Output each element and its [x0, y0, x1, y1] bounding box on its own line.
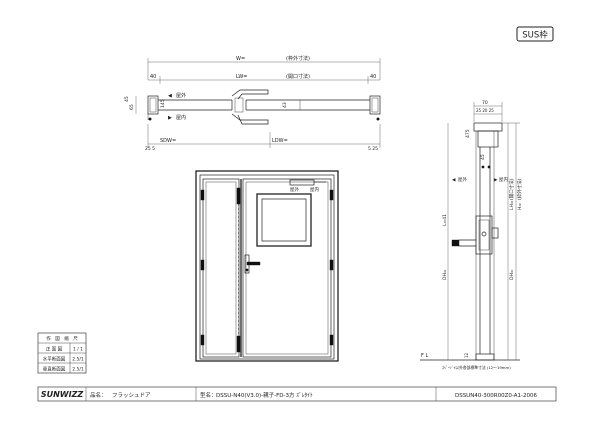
- plan-inner-dim: 145: [160, 99, 166, 108]
- vertical-section: 70 25 20 25 475 45 ◀ 屋外 ▶ 屋内 F L 12: [420, 100, 523, 370]
- section-top-dim: 70: [482, 100, 488, 106]
- scale-row-name: 正 面 図: [46, 347, 63, 353]
- material-badge-text: SUS枠: [522, 30, 548, 41]
- section-lh-note: (開口寸法): [508, 178, 515, 200]
- scale-table-header: 作 図 縮 尺: [46, 335, 78, 342]
- section-head-dim: 475: [465, 129, 471, 138]
- plan-lw-note: (開口寸法): [286, 73, 310, 80]
- scale-row-value: 1 / 1: [73, 347, 83, 353]
- plan-height-b: 65: [129, 104, 135, 110]
- plan-section: W= (枠外寸法) 40 40 LW= (開口寸法) 屋外 ◀ 屋: [124, 55, 381, 152]
- section-h-label: H=: [517, 203, 523, 210]
- product-name: フラッシュドア: [112, 392, 151, 399]
- section-sub-dims: 25 20 25: [476, 108, 494, 113]
- elevation-inner-mark: 屋内: [310, 186, 319, 193]
- scale-row-name: 垂直断面図: [43, 366, 66, 373]
- plan-ldw-label: LDW=: [272, 138, 288, 144]
- plan-sdw-label: SDW=: [160, 138, 176, 144]
- scale-row-value: 2.5/1: [72, 367, 84, 373]
- section-outer-mark: 屋外: [458, 176, 467, 183]
- plan-lw-label: LW=: [236, 74, 247, 80]
- section-h-note: (枠外寸法): [516, 178, 523, 200]
- plan-right-offset: 40: [370, 74, 376, 80]
- plan-w-note: (枠外寸法): [286, 55, 310, 62]
- svg-text:▶: ▶: [494, 178, 498, 183]
- section-bottom-dim: 12: [464, 352, 469, 358]
- front-elevation: 屋外 屋内: [195, 170, 339, 362]
- plan-left-gap: 25 5: [145, 146, 155, 152]
- product-label: 品名：: [90, 391, 107, 399]
- svg-text:◀: ◀: [168, 93, 172, 99]
- svg-text:▶: ▶: [168, 115, 172, 121]
- section-note: ｽﾍﾟｰｼﾞｬ以外各部標準寸法 (12～19mm): [442, 365, 511, 370]
- plan-height-a: 45: [124, 96, 130, 102]
- section-fl-label: F L: [421, 353, 428, 359]
- plan-right-gap: 5 25: [368, 146, 378, 152]
- model-name: DSSU-N40(V3.0)-親子-FD-3方 ｽﾞﾚﾀｲﾄ: [216, 391, 313, 399]
- elevation-outer-mark: 屋外: [290, 186, 299, 193]
- scale-row-name: 水平断面図: [43, 356, 66, 363]
- section-lh-label: LH=: [509, 200, 515, 210]
- section-dh-label-left: DH=: [442, 269, 448, 280]
- plan-inner-mark: 屋内: [176, 114, 186, 121]
- section-dh-label-right: DH=: [509, 269, 515, 280]
- drawing-number: DSSUN40-300R00Z0-A1-2006: [455, 393, 538, 399]
- section-inner-mark: 屋内: [499, 176, 508, 183]
- plan-mid-dim: 43: [282, 102, 288, 108]
- model-label: 型名：: [200, 391, 217, 399]
- section-side-dim: 45: [480, 154, 486, 160]
- svg-text:◀: ◀: [452, 178, 456, 183]
- brand-logo: SUNWIZZ: [41, 390, 84, 399]
- scale-table: 作 図 縮 尺 正 面 図 1 / 1 水平断面図 2.5/1 垂直断面図 2.…: [37, 332, 87, 374]
- title-block: SUNWIZZ 品名： フラッシュドア 型名： DSSU-N40(V3.0)-親…: [37, 386, 557, 402]
- plan-w-label: W=: [236, 56, 245, 62]
- scale-row-value: 2.5/1: [72, 357, 84, 363]
- plan-outer-mark: 屋外: [176, 92, 186, 99]
- material-badge: SUS枠: [516, 26, 554, 42]
- section-ll-label: L=41: [442, 214, 448, 226]
- plan-left-offset: 40: [150, 74, 156, 80]
